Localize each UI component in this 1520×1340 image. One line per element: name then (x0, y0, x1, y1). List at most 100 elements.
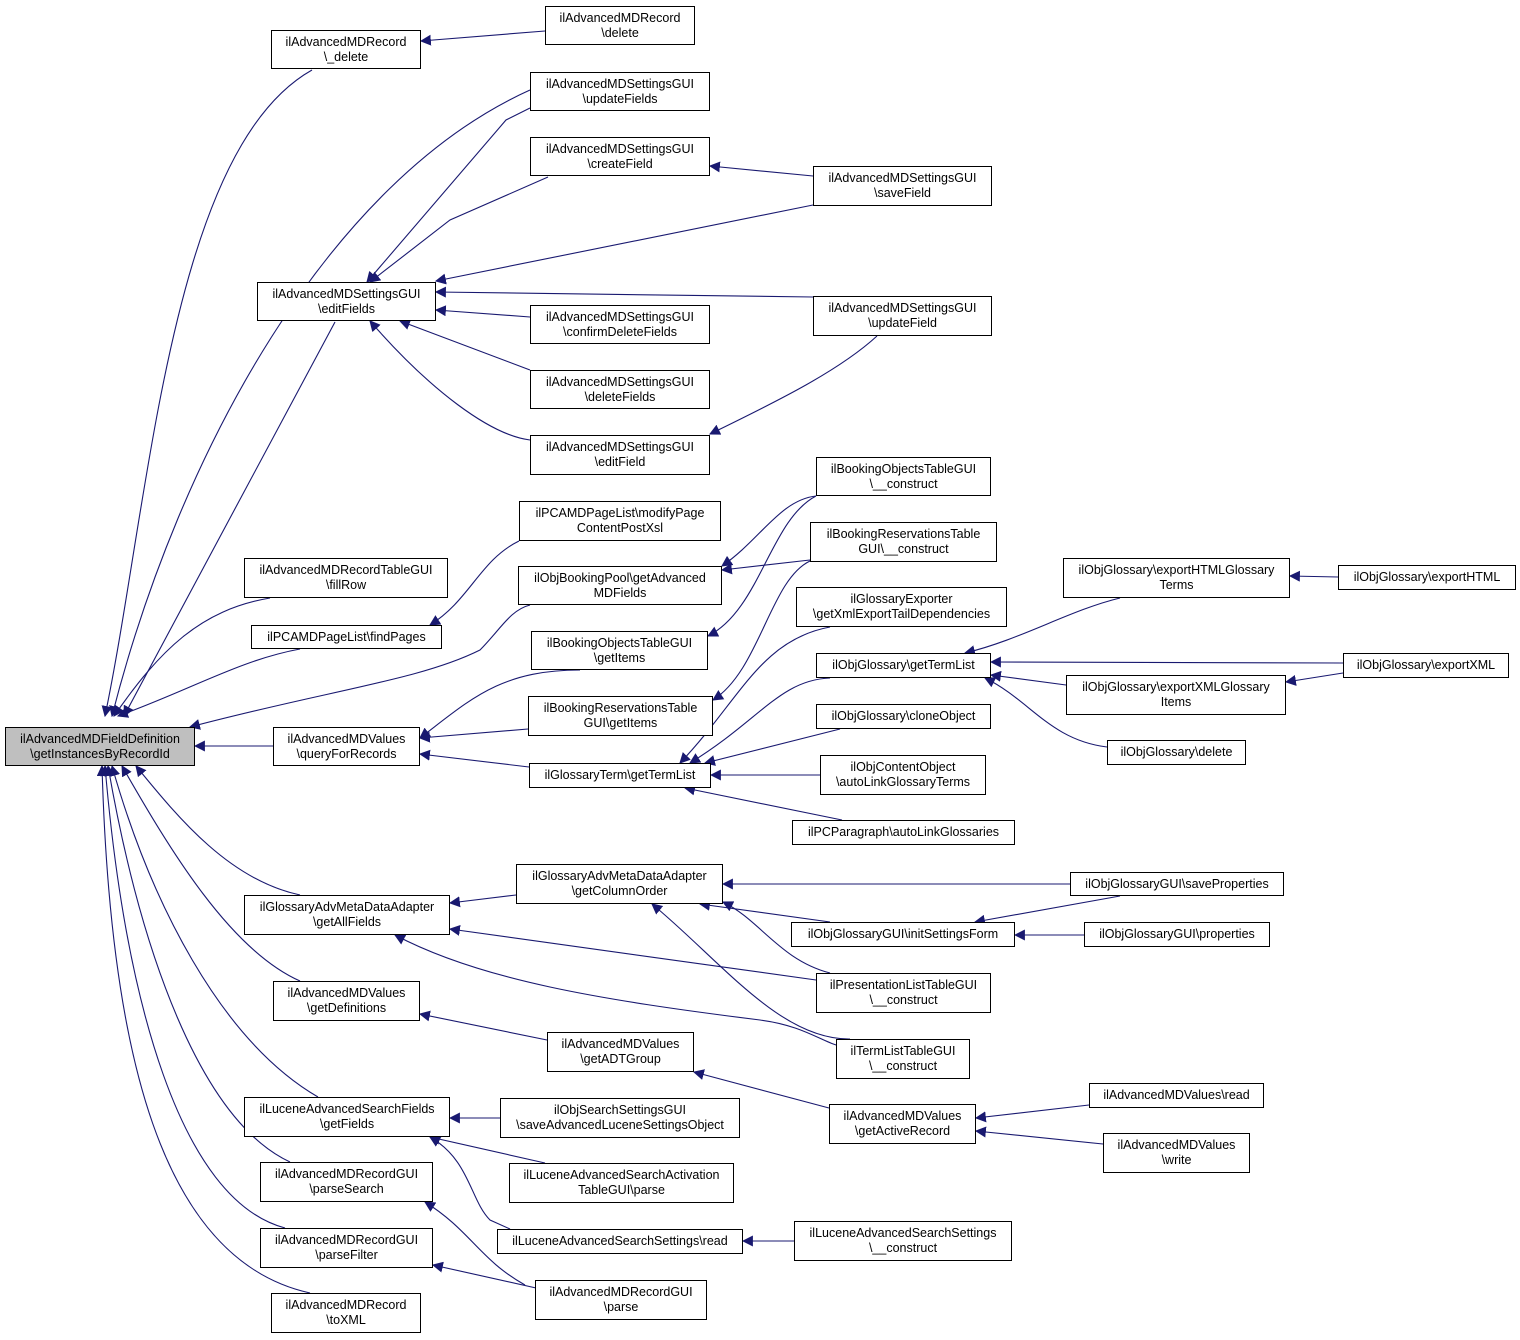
node-presentationlisttable-construct[interactable]: ilPresentationListTableGUI\__construct (816, 973, 991, 1013)
node-settingsgui-editfields[interactable]: ilAdvancedMDSettingsGUI\editFields (257, 282, 436, 321)
node-record-delete[interactable]: ilAdvancedMDRecord\delete (545, 6, 695, 45)
node-label-line: TableGUI\parse (578, 1183, 665, 1197)
node-label-line: ilObjGlossaryGUI\properties (1099, 927, 1255, 941)
node-objglossarygui-properties[interactable]: ilObjGlossaryGUI\properties (1084, 922, 1270, 947)
node-recordgui-parsesearch[interactable]: ilAdvancedMDRecordGUI\parseSearch (260, 1162, 433, 1202)
node-label-line: MDFields (593, 585, 647, 600)
node-record-underscore-delete[interactable]: ilAdvancedMDRecord\_delete (271, 30, 421, 69)
node-glossaryexporter-getxmlexporttaildependencies[interactable]: ilGlossaryExporter\getXmlExportTailDepen… (796, 587, 1007, 627)
node-label-line: \editFields (318, 301, 375, 316)
node-label-line: \deleteFields (584, 389, 656, 404)
edge-root-mdvalues-getdefinitions (121, 765, 301, 982)
node-label-line: ilAdvancedMDRecordGUI (274, 1167, 419, 1181)
node-objglossary-exporthtml[interactable]: ilObjGlossary\exportHTML (1338, 565, 1516, 590)
edge-bookingpool-bookingobjects-construct (721, 495, 817, 567)
node-label-line: ilAdvancedMDRecordTableGUI (259, 563, 433, 577)
node-objcontentobject-autolinkglossaryterms[interactable]: ilObjContentObject\autoLinkGlossaryTerms (820, 755, 986, 795)
node-settingsgui-editfield[interactable]: ilAdvancedMDSettingsGUI\editField (530, 435, 710, 475)
edge-editfields-deletefields (398, 319, 531, 371)
node-objglossary-delete[interactable]: ilObjGlossary\delete (1107, 740, 1246, 765)
node-mdvalues-queryforrecords[interactable]: ilAdvancedMDValues\queryForRecords (273, 727, 420, 766)
edge-root-recordgui-parsesearch (104, 764, 291, 1163)
node-label-line: ilAdvancedMDValues (1117, 1138, 1236, 1152)
edge-query-bookingobjects-getitems (419, 669, 581, 739)
node-bookingobjectstable-construct[interactable]: ilBookingObjectsTableGUI\__construct (816, 457, 991, 496)
node-label-line: ilAdvancedMDSettingsGUI (272, 286, 421, 301)
node-label-line: \parseFilter (315, 1248, 378, 1262)
node-settingsgui-deletefields[interactable]: ilAdvancedMDSettingsGUI\deleteFields (530, 370, 710, 409)
node-label-line: ilAdvancedMDRecordGUI (549, 1285, 693, 1299)
edge-root-lucene-getfields (109, 764, 319, 1098)
node-settingsgui-savefield[interactable]: ilAdvancedMDSettingsGUI\saveField (813, 166, 992, 206)
node-settingsgui-confirmdeletefields[interactable]: ilAdvancedMDSettingsGUI\confirmDeleteFie… (530, 305, 710, 344)
edge-root-objbookingpool (188, 604, 531, 730)
node-label-line: \getActiveRecord (854, 1124, 951, 1138)
node-mdvalues-getactiverecord[interactable]: ilAdvancedMDValues\getActiveRecord (829, 1104, 976, 1144)
node-label-line: \delete (601, 25, 639, 40)
node-label-line: ilBookingObjectsTableGUI (830, 461, 977, 476)
edge-getallfields-getcolumnorder (448, 894, 517, 908)
node-objglossarygui-initsettingsform[interactable]: ilObjGlossaryGUI\initSettingsForm (791, 922, 1015, 947)
node-label-line: \getADTGroup (580, 1052, 661, 1066)
node-label-line: ilPCParagraph\autoLinkGlossaries (807, 825, 1000, 839)
node-label-line: ilObjSearchSettingsGUI (553, 1103, 686, 1117)
node-recordgui-parse[interactable]: ilAdvancedMDRecordGUI\parse (535, 1280, 707, 1320)
node-lucenesearchsettings-read[interactable]: ilLuceneAdvancedSearchSettings\read (497, 1229, 743, 1254)
node-record-toxml[interactable]: ilAdvancedMDRecord\toXML (271, 1293, 421, 1333)
edge-query-glossaryterm-gettermlist (418, 749, 530, 768)
node-mdvalues-read[interactable]: ilAdvancedMDValues\read (1089, 1083, 1264, 1108)
node-objglossary-cloneobject[interactable]: ilObjGlossary\cloneObject (816, 704, 991, 729)
node-settingsgui-createfield[interactable]: ilAdvancedMDSettingsGUI\createField (530, 137, 710, 176)
node-label-line: GUI\getItems (583, 716, 658, 730)
node-label-line: ilPCAMDPageList\findPages (267, 629, 426, 644)
node-label-line: \toXML (326, 1313, 366, 1327)
node-lucenesearchsettings-construct[interactable]: ilLuceneAdvancedSearchSettings\__constru… (794, 1221, 1012, 1261)
node-glossaryadvmetadataadapter-getallfields[interactable]: ilGlossaryAdvMetaDataAdapter\getAllField… (244, 895, 450, 935)
node-mdvalues-getadtgroup[interactable]: ilAdvancedMDValues\getADTGroup (547, 1032, 694, 1072)
node-objsearchsettingsgui-saveadvancedlucenesettingsobject[interactable]: ilObjSearchSettingsGUI\saveAdvancedLucen… (500, 1098, 740, 1138)
node-mdvalues-write[interactable]: ilAdvancedMDValues\write (1103, 1133, 1250, 1173)
edge-editfields-savefield (434, 204, 814, 285)
edge-gettermlist-autolinkglossaries (683, 784, 843, 821)
node-label-line: ilPresentationListTableGUI (829, 978, 978, 992)
edge-record-delete (419, 30, 546, 46)
node-label-line: \__construct (868, 1241, 938, 1255)
node-label-line: \__construct (869, 993, 938, 1007)
node-label-line: \getItems (593, 650, 646, 665)
edge-bookingobjects-getitems-construct (707, 495, 817, 637)
node-termlisttable-construct[interactable]: ilTermListTableGUI\__construct (836, 1039, 970, 1079)
edge-objglossary-gettermlist-exporthtmlterms (963, 597, 1121, 657)
node-recordtablegui-fillrow[interactable]: ilAdvancedMDRecordTableGUI\fillRow (244, 558, 448, 598)
node-settingsgui-updatefields[interactable]: ilAdvancedMDSettingsGUI\updateFields (530, 72, 710, 111)
node-label-line: ilLuceneAdvancedSearchSettings (809, 1226, 997, 1240)
edge-root-glossary-adv-getallfields (135, 765, 301, 896)
node-pcamdpagelist-findpages[interactable]: ilPCAMDPageList\findPages (251, 625, 442, 649)
node-glossaryadvmetadataadapter-getcolumnorder[interactable]: ilGlossaryAdvMetaDataAdapter\getColumnOr… (516, 864, 723, 904)
node-glossaryterm-gettermlist[interactable]: ilGlossaryTerm\getTermList (529, 763, 711, 788)
node-objglossary-gettermlist[interactable]: ilObjGlossary\getTermList (816, 653, 991, 678)
edge-root-record-toxml (96, 764, 311, 1294)
node-recordgui-parsefilter[interactable]: ilAdvancedMDRecordGUI\parseFilter (260, 1228, 433, 1268)
node-label-line: \editField (594, 455, 646, 469)
node-mdvalues-getdefinitions[interactable]: ilAdvancedMDValues\getDefinitions (273, 981, 420, 1021)
node-label-line: ilAdvancedMDRecord (559, 10, 681, 25)
node-lucenesearchfields-getfields[interactable]: ilLuceneAdvancedSearchFields\getFields (244, 1097, 450, 1137)
node-label-line: \getInstancesByRecordId (30, 746, 170, 761)
node-root-getinstancesbyrecordid[interactable]: ilAdvancedMDFieldDefinition\getInstances… (5, 727, 195, 766)
edge-objglossary-gettermlist-delete (984, 677, 1108, 748)
edge-objglossary-gettermlist-exportxml (989, 656, 1344, 668)
node-objglossarygui-saveproperties[interactable]: ilObjGlossaryGUI\saveProperties (1070, 872, 1284, 896)
edge-gettermlist-cloneobject (703, 728, 841, 766)
node-pcparagraph-autolinkglossaries[interactable]: ilPCParagraph\autoLinkGlossaries (792, 820, 1015, 845)
node-settingsgui-updatefield[interactable]: ilAdvancedMDSettingsGUI\updateField (813, 296, 992, 336)
node-label-line: \updateFields (582, 91, 658, 106)
node-bookingobjectstable-getitems[interactable]: ilBookingObjectsTableGUI\getItems (531, 631, 708, 670)
node-objglossary-exportxml[interactable]: ilObjGlossary\exportXML (1343, 653, 1509, 678)
